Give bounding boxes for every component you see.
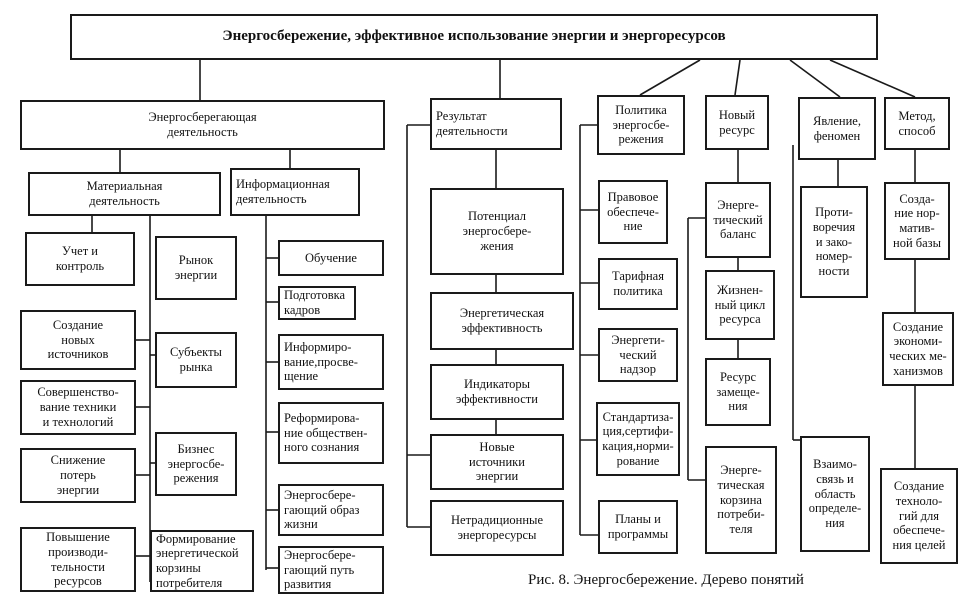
material-item-accounting: Учет и контроль	[25, 232, 135, 286]
phenomenon-item-interrelation: Взаимо- связь и область определе- ния	[800, 436, 870, 552]
material-activity-box: Материальная деятельность	[28, 172, 221, 216]
branch-energy-policy: Политика энергосбе- режения	[597, 95, 685, 155]
policy-item-legal: Правовое обеспече- ние	[598, 180, 668, 244]
info-item-development-path: Энергосбере- гающий путь развития	[278, 546, 384, 594]
policy-item-plans: Планы и программы	[598, 500, 678, 554]
result-item-potential: Потенциал энергосбере- жения	[430, 188, 564, 275]
resource-item-life-cycle: Жизнен- ный цикл ресурса	[705, 270, 775, 340]
method-item-normative-base: Созда- ние нор- матив- ной базы	[884, 182, 950, 260]
material-item-consumer-basket: Формирование энергетической корзины потр…	[150, 530, 254, 592]
info-item-informing: Информиро- вание,просве- щение	[278, 334, 384, 390]
branch-energy-saving-activity: Энергосберегающая деятельность	[20, 100, 385, 150]
info-item-training: Обучение	[278, 240, 384, 276]
branch-method: Метод, способ	[884, 97, 950, 150]
material-item-productivity: Повышение производи- тельности ресурсов	[20, 527, 136, 592]
material-item-tech-improvement: Совершенство- вание техники и технологий	[20, 380, 136, 435]
phenomenon-item-contradictions: Проти- воречия и зако- номер- ности	[800, 186, 868, 298]
method-item-economic-mechanisms: Создание экономи- ческих ме- ханизмов	[882, 312, 954, 386]
resource-item-replacement: Ресурс замеще- ния	[705, 358, 771, 426]
branch-activity-result: Результат деятельности	[430, 98, 562, 150]
material-item-new-sources: Создание новых источников	[20, 310, 136, 370]
figure-caption: Рис. 8. Энергосбережение. Дерево понятий	[528, 572, 804, 588]
policy-item-supervision: Энергети- ческий надзор	[598, 328, 678, 382]
branch-new-resource: Новый ресурс	[705, 95, 769, 150]
material-item-energy-market: Рынок энергии	[155, 236, 237, 300]
result-item-indicators: Индикаторы эффективности	[430, 364, 564, 420]
resource-item-consumer-basket: Энерге- тическая корзина потреби- теля	[705, 446, 777, 554]
root-title-box: Энергосбережение, эффективное использова…	[70, 14, 878, 60]
result-item-new-sources: Новые источники энергии	[430, 434, 564, 490]
result-item-nontraditional: Нетрадиционные энергоресурсы	[430, 500, 564, 556]
material-item-business: Бизнес энергосбе- режения	[155, 432, 237, 496]
info-item-staff-training: Подготовка кадров	[278, 286, 356, 320]
material-item-loss-reduction: Снижение потерь энергии	[20, 448, 136, 503]
result-item-efficiency: Энергетическая эффективность	[430, 292, 574, 350]
branch-phenomenon: Явление, феномен	[798, 97, 876, 160]
info-activity-box: Информационная деятельность	[230, 168, 360, 216]
policy-item-tariff: Тарифная политика	[598, 258, 678, 310]
policy-item-standardization: Стандартиза- ция,сертифи- кация,норми- р…	[596, 402, 680, 476]
material-item-market-subjects: Субъекты рынка	[155, 332, 237, 388]
info-item-reforming: Реформирова- ние обществен- ного сознани…	[278, 402, 384, 464]
resource-item-energy-balance: Энерге- тический баланс	[705, 182, 771, 258]
method-item-technologies: Создание техноло- гий для обеспече- ния …	[880, 468, 958, 564]
info-item-lifestyle: Энергосбере- гающий образ жизни	[278, 484, 384, 536]
